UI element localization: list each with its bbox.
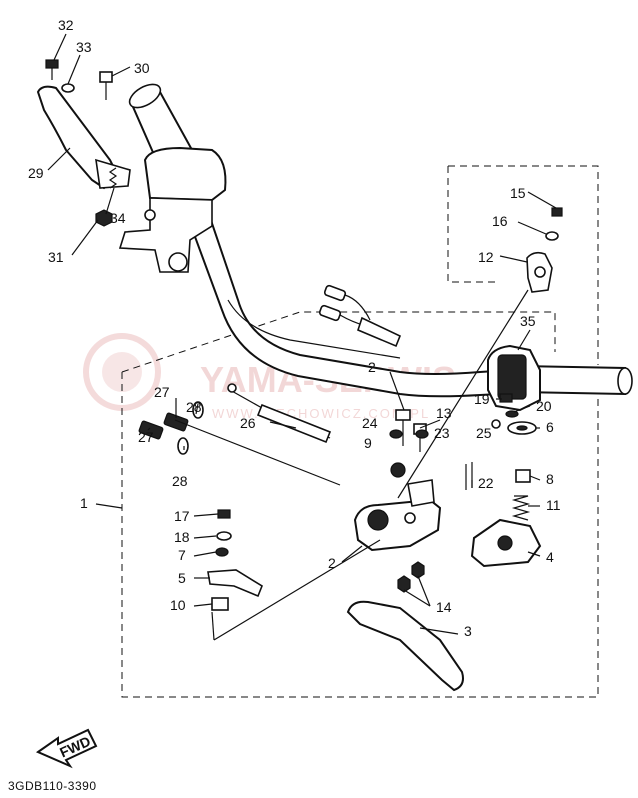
callout-22: 22 bbox=[478, 475, 494, 491]
callout-31: 31 bbox=[48, 249, 64, 265]
callout-19: 19 bbox=[474, 391, 490, 407]
left-switch-assembly bbox=[36, 59, 227, 273]
callout-34: 34 bbox=[110, 210, 126, 226]
callout-24: 24 bbox=[362, 415, 378, 431]
callout-2-lower: 2 bbox=[328, 555, 336, 571]
callout-13: 13 bbox=[436, 405, 452, 421]
callout-26: 26 bbox=[240, 415, 256, 431]
callout-2-upper: 2 bbox=[368, 359, 376, 375]
callout-3: 3 bbox=[464, 623, 472, 639]
wire-connectors bbox=[318, 284, 402, 348]
callout-28-upper: 28 bbox=[186, 399, 202, 415]
callout-20: 20 bbox=[536, 398, 552, 414]
callout-15: 15 bbox=[510, 185, 526, 201]
callout-33: 33 bbox=[76, 39, 92, 55]
callout-6: 6 bbox=[546, 419, 554, 435]
callout-17: 17 bbox=[174, 508, 190, 524]
part-code: 3GDB110-3390 bbox=[8, 779, 97, 793]
callout-4: 4 bbox=[546, 549, 554, 565]
callout-11: 11 bbox=[546, 497, 561, 513]
callout-25: 25 bbox=[476, 425, 492, 441]
callout-30: 30 bbox=[134, 60, 150, 76]
right-switch-assembly bbox=[487, 207, 563, 412]
callout-8: 8 bbox=[546, 471, 554, 487]
callout-27-lower: 27 bbox=[138, 429, 154, 445]
callout-labels: 32 33 30 29 34 31 15 16 12 35 2 27 28 27… bbox=[28, 17, 561, 639]
assembly-outlines bbox=[121, 165, 599, 698]
callout-5: 5 bbox=[178, 570, 186, 586]
callout-35: 35 bbox=[520, 313, 536, 329]
callout-28-lower: 28 bbox=[172, 473, 188, 489]
callout-9: 9 bbox=[364, 435, 372, 451]
callout-29: 29 bbox=[28, 165, 44, 181]
callout-7: 7 bbox=[178, 547, 186, 563]
callout-23: 23 bbox=[434, 425, 450, 441]
leader-lines bbox=[47, 33, 557, 641]
callout-18: 18 bbox=[174, 529, 190, 545]
callout-1: 1 bbox=[80, 495, 88, 511]
callout-27-upper: 27 bbox=[154, 384, 170, 400]
callout-10: 10 bbox=[170, 597, 186, 613]
callout-12: 12 bbox=[478, 249, 494, 265]
callout-14: 14 bbox=[436, 599, 452, 615]
callout-16: 16 bbox=[492, 213, 508, 229]
fwd-arrow: FWD bbox=[35, 728, 98, 769]
callout-32: 32 bbox=[58, 17, 74, 33]
